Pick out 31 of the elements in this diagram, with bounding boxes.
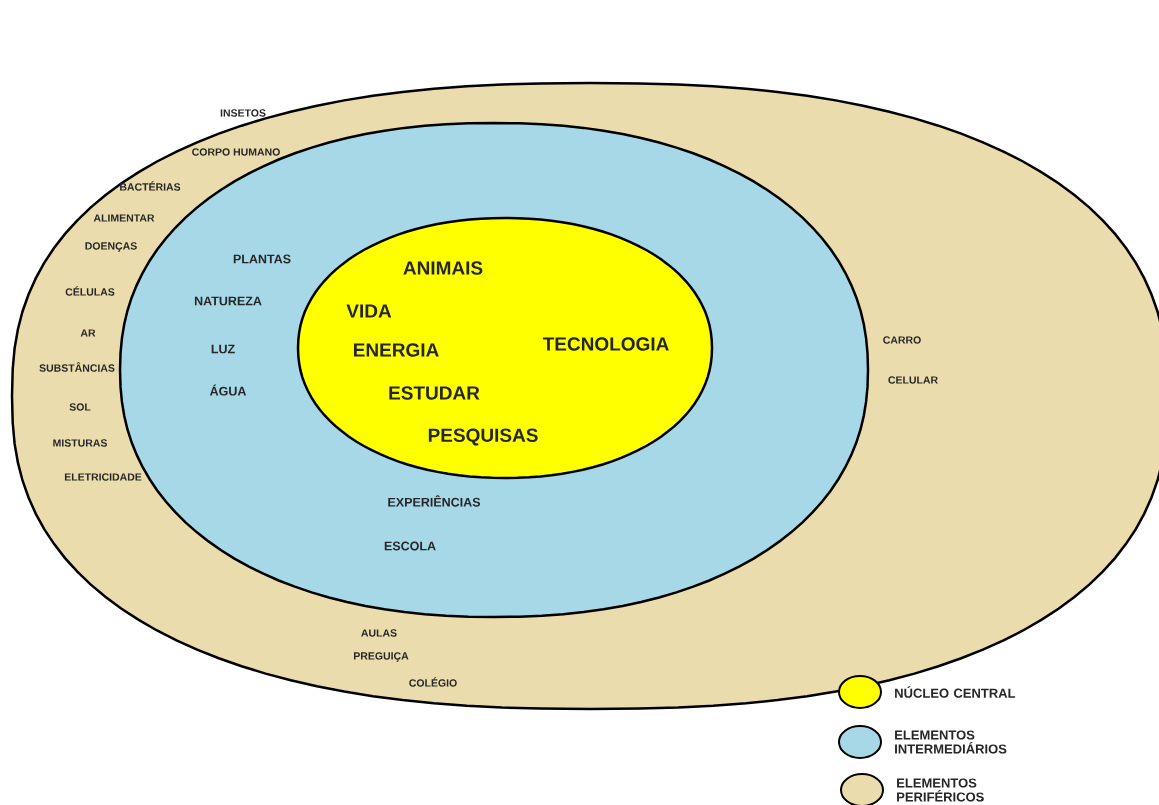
word-label: CORPO HUMANO [192,148,280,156]
word-label: MISTURAS [53,439,107,447]
word-label: EXPERIÊNCIAS [388,495,481,507]
word-label: DOENÇAS [85,242,137,252]
word-label: PREGUIÇA [354,652,409,662]
word-label: NATUREZA [194,296,262,306]
word-label: ENERGIA [354,343,439,357]
word-label: ESTUDAR [389,386,480,400]
word-label: BACTÉRIAS [120,181,181,191]
word-label: TECNOLOGIA [542,337,669,351]
word-label: ELETRICIDADE [64,473,142,481]
legend-label: ELEMENTOS PERIFÉRICOS [897,778,984,802]
word-label: LUZ [211,344,235,354]
word-label: ANIMAIS [403,261,483,275]
word-label: SOL [69,403,91,411]
word-label: COLÉGIO [409,677,457,687]
word-label: PESQUISAS [428,428,538,446]
legend-label: NÚCLEO CENTRAL [895,686,1016,698]
word-label: AULAS [361,629,397,637]
word-label: CÉLULAS [65,286,115,296]
word-label: ESCOLA [384,541,436,551]
word-label: SUBSTÂNCIAS [39,362,115,372]
word-label: PLANTAS [233,254,291,264]
word-label: VIDA [346,304,392,318]
word-label: ÁGUA [209,384,247,396]
word-label: AR [80,329,96,337]
word-label: CARRO [883,336,921,344]
legend-label: ELEMENTOS INTERMEDIÁRIOS [895,730,1007,754]
word-label: INSETOS [220,109,266,117]
word-label: CELULAR [888,376,938,384]
word-label: ALIMENTAR [93,214,155,222]
